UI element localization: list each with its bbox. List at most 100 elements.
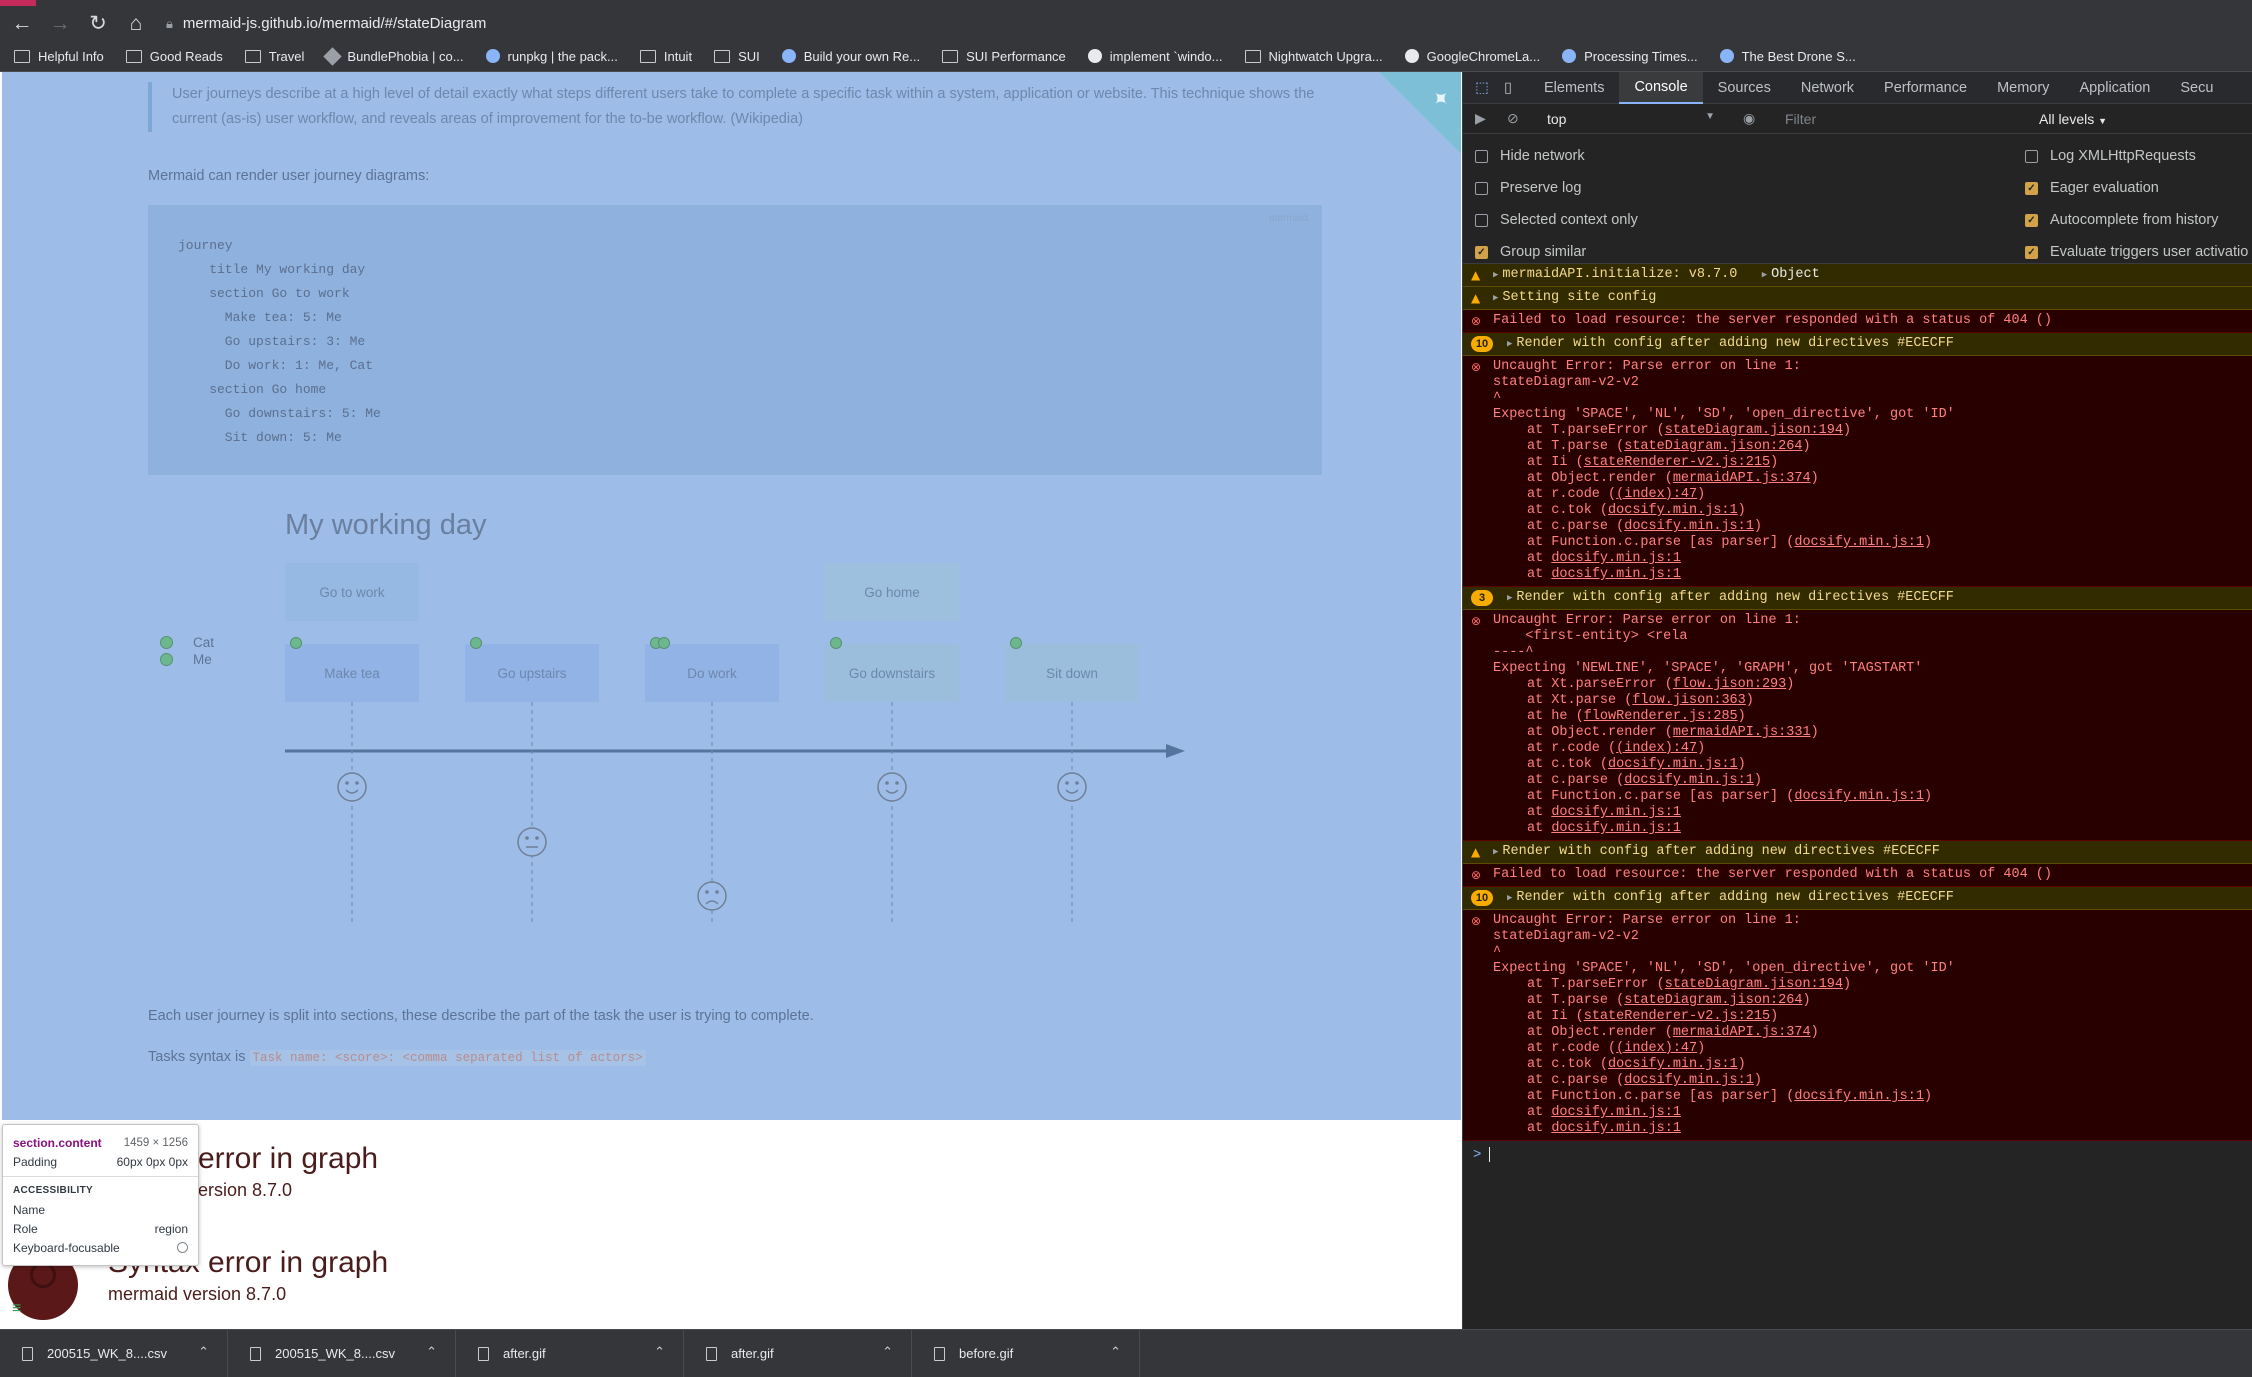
chevron-up-icon[interactable]: ⌃ [1110,1343,1121,1359]
stack-frame-link[interactable]: flowRenderer.js:285 [1583,709,1738,724]
log-levels-dropdown[interactable]: All levels ▼ [2039,111,2107,127]
checkbox[interactable] [1475,213,1488,227]
devtools-tab[interactable]: Memory [1997,79,2050,96]
setting-row[interactable]: Preserve log [1475,180,1581,196]
device-toolbar-icon[interactable]: ▯ [1504,79,1512,96]
setting-row[interactable]: ✓Evaluate triggers user activatio [2025,244,2248,260]
stack-frame-link[interactable]: stateDiagram.jison:194 [1664,423,1843,438]
stack-frame-link[interactable]: docsify.min.js:1 [1551,805,1681,820]
console-warning[interactable]: ▲▶Setting site config [1463,287,2252,310]
reload-icon[interactable]: ↻ [89,12,107,35]
bookmark-item[interactable]: Build your own Re... [781,49,920,64]
stack-frame-link[interactable]: stateRenderer-v2.js:215 [1583,455,1771,470]
expand-triangle-icon[interactable]: ▶ [1507,339,1513,349]
stack-frame-link[interactable]: docsify.min.js:1 [1794,535,1924,550]
chevron-up-icon[interactable]: ⌃ [426,1343,437,1359]
home-icon[interactable]: ⌂ [129,11,143,35]
stack-frame-link[interactable]: docsify.min.js:1 [1624,773,1754,788]
bookmark-item[interactable]: runpkg | the pack... [485,49,618,64]
setting-row[interactable]: ✓Autocomplete from history [2025,212,2218,228]
stack-frame-link[interactable]: stateDiagram.jison:264 [1624,439,1803,454]
github-corner[interactable] [1379,72,1461,154]
bookmark-item[interactable]: Nightwatch Upgra... [1244,49,1383,64]
chevron-up-icon[interactable]: ⌃ [654,1343,665,1359]
address-bar[interactable]: 🔒︎ mermaid-js.github.io/mermaid/#/stateD… [166,9,486,38]
download-item[interactable]: 200515_WK_8....csv⌃ [228,1329,456,1377]
stack-frame-link[interactable]: stateDiagram.jison:194 [1664,977,1843,992]
setting-row[interactable]: ✓Eager evaluation [2025,180,2159,196]
chevron-up-icon[interactable]: ⌃ [198,1343,209,1359]
stack-frame-link[interactable]: docsify.min.js:1 [1794,1089,1924,1104]
console-warning[interactable]: 3▶Render with config after adding new di… [1463,587,2252,610]
chevron-up-icon[interactable]: ⌃ [882,1343,893,1359]
bookmark-item[interactable]: SUI [714,49,760,64]
setting-row[interactable]: ✓Group similar [1475,244,1586,260]
devtools-tab[interactable]: Console [1619,72,1703,104]
stack-frame-link[interactable]: mermaidAPI.js:374 [1672,471,1811,486]
devtools-tab[interactable]: Secu [2180,79,2214,96]
devtools-tab[interactable]: Application [2079,79,2151,96]
expand-triangle-icon[interactable]: ▶ [1493,847,1499,857]
console-error[interactable]: ⊗Failed to load resource: the server res… [1463,310,2252,333]
stack-frame-link[interactable]: (index):47 [1616,741,1698,756]
stack-frame-link[interactable]: docsify.min.js:1 [1551,567,1681,582]
inspect-element-icon[interactable]: ⬚ [1475,79,1489,96]
devtools-tab[interactable]: Elements [1544,79,1605,96]
expand-triangle-icon[interactable]: ▶ [1493,270,1499,280]
console-warning[interactable]: 10▶Render with config after adding new d… [1463,887,2252,910]
setting-row[interactable]: Hide network [1475,148,1585,164]
console-prompt[interactable]: > [1463,1141,2252,1163]
devtools-tab[interactable]: Sources [1717,79,1771,96]
console-warning[interactable]: 10▶Render with config after adding new d… [1463,333,2252,356]
console-warning[interactable]: ▲▶mermaidAPI.initialize: v8.7.0 ▶Object [1463,264,2252,287]
bookmark-item[interactable]: implement `windo... [1087,49,1223,64]
expand-triangle-icon[interactable]: ▶ [1507,893,1513,903]
object-preview[interactable]: Object [1771,267,1820,282]
stack-frame-link[interactable]: docsify.min.js:1 [1551,551,1681,566]
setting-row[interactable]: Log XMLHttpRequests [2025,148,2196,164]
download-item[interactable]: 200515_WK_8....csv⌃ [0,1329,228,1377]
bookmark-item[interactable]: GoogleChromeLa... [1404,49,1540,64]
stack-frame-link[interactable]: stateRenderer-v2.js:215 [1583,1009,1771,1024]
stack-frame-link[interactable]: stateDiagram.jison:264 [1624,993,1803,1008]
stack-frame-link[interactable]: docsify.min.js:1 [1624,1073,1754,1088]
console-error[interactable]: ⊗Failed to load resource: the server res… [1463,864,2252,887]
stack-frame-link[interactable]: docsify.min.js:1 [1551,821,1681,836]
bookmark-item[interactable]: BundlePhobia | co... [323,46,464,66]
devtools-tab[interactable]: Network [1800,79,1855,96]
expand-triangle-icon[interactable]: ▶ [1493,293,1499,303]
back-icon[interactable]: ← [11,11,33,35]
download-item[interactable]: before.gif⌃ [912,1329,1140,1377]
bookmark-item[interactable]: Helpful Info [14,49,104,64]
stack-frame-link[interactable]: docsify.min.js:1 [1608,757,1738,772]
bookmark-item[interactable]: Intuit [639,49,692,64]
sidebar-toggle-icon[interactable]: ≡ [12,1300,22,1317]
bookmark-item[interactable]: SUI Performance [942,49,1066,64]
sidebar-toggle-console-icon[interactable]: ▶︎ [1475,110,1486,126]
stack-frame-link[interactable]: flow.jison:293 [1672,677,1787,692]
stack-frame-link[interactable]: docsify.min.js:1 [1608,503,1738,518]
forward-icon[interactable]: → [49,11,71,35]
stack-frame-link[interactable]: docsify.min.js:1 [1608,1057,1738,1072]
download-item[interactable]: after.gif⌃ [684,1329,912,1377]
bookmark-item[interactable]: Good Reads [125,49,223,64]
checkbox[interactable]: ✓ [1475,245,1488,259]
checkbox[interactable] [1475,181,1488,195]
stack-frame-link[interactable]: docsify.min.js:1 [1551,1121,1681,1136]
console-error[interactable]: ⊗Uncaught Error: Parse error on line 1:s… [1463,910,2252,1141]
checkbox[interactable] [2025,149,2038,163]
bookmark-item[interactable]: The Best Drone S... [1719,49,1856,64]
stack-frame-link[interactable]: (index):47 [1616,487,1698,502]
setting-row[interactable]: Selected context only [1475,212,1638,228]
console-error[interactable]: ⊗Uncaught Error: Parse error on line 1: … [1463,610,2252,841]
console-warning[interactable]: ▲▶Render with config after adding new di… [1463,841,2252,864]
checkbox[interactable]: ✓ [2025,245,2038,259]
download-item[interactable]: after.gif⌃ [456,1329,684,1377]
stack-frame-link[interactable]: (index):47 [1616,1041,1698,1056]
devtools-tab[interactable]: Performance [1884,79,1968,96]
bookmark-item[interactable]: Travel [244,49,304,64]
context-selector[interactable]: top▼ [1547,111,1715,127]
bookmark-item[interactable]: Processing Times... [1562,49,1698,64]
console-error[interactable]: ⊗Uncaught Error: Parse error on line 1:s… [1463,356,2252,587]
stack-frame-link[interactable]: mermaidAPI.js:374 [1672,1025,1811,1040]
